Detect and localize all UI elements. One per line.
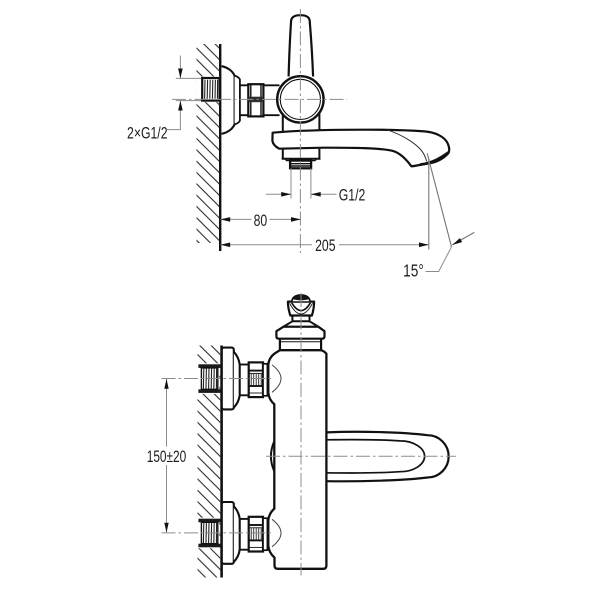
svg-text:205: 205 [315, 237, 335, 255]
svg-text:15°: 15° [403, 262, 424, 281]
svg-text:2×G1/2: 2×G1/2 [127, 125, 167, 143]
svg-text:G1/2: G1/2 [339, 187, 366, 205]
svg-text:150±20: 150±20 [147, 448, 187, 467]
svg-text:80: 80 [254, 212, 268, 230]
